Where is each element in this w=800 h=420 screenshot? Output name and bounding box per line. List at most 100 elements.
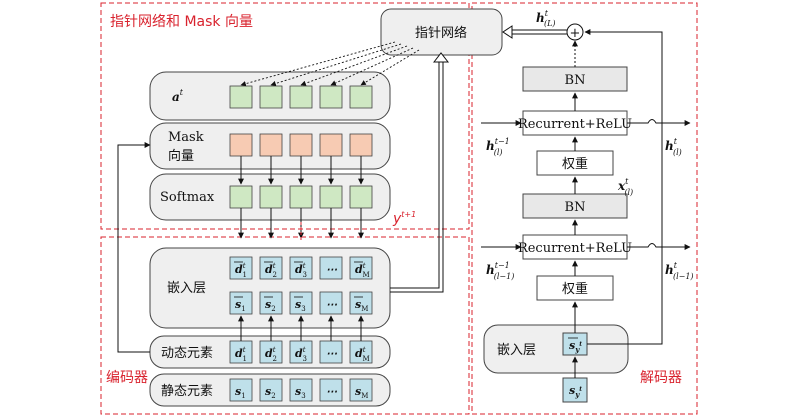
static-label: ⋯ <box>326 385 338 398</box>
pointer-up-arrowhead <box>432 52 450 63</box>
softmax-label: Softmax <box>160 190 215 205</box>
attention-cell <box>349 85 373 109</box>
h-low-right-label: ht(l−1) <box>665 261 694 281</box>
decoder-weight-low-label: 权重 <box>562 281 588 297</box>
attention-cell <box>289 85 313 109</box>
static-cell <box>349 378 373 402</box>
static-label: s2 <box>265 385 276 400</box>
softmax-cell <box>229 185 253 209</box>
decoder-recurrent-top <box>522 110 628 136</box>
decoder-s-bar-label: syt <box>569 339 582 354</box>
feedback-line <box>117 142 151 353</box>
decoder-recurrent-top-label: Recurrent+ReLU <box>518 117 632 132</box>
encoder-region <box>100 236 470 415</box>
decoder-recurrent-mid-label: Recurrent+ReLU <box>518 241 632 256</box>
decoder-embedding-panel <box>483 324 629 374</box>
decoder-embedding-label: 嵌入层 <box>497 343 536 358</box>
residual-line <box>584 29 663 345</box>
h-low-right-arrow <box>627 243 691 250</box>
embedding-d-cell <box>319 256 343 280</box>
embedding-label: 嵌入层 <box>167 281 206 296</box>
pointer-network-label: 指针网络 <box>415 25 467 41</box>
embedding-to-pointer-2 <box>390 57 444 293</box>
dynamic-label: ⋯ <box>326 347 338 360</box>
decoder-weight-low <box>536 275 614 301</box>
embedding-s-cell <box>259 291 283 315</box>
embedding-d-cell <box>229 256 253 280</box>
embedding-d-label: ⋯ <box>326 263 338 276</box>
attention-cell <box>229 85 253 109</box>
h-mid-right-label: ht(l) <box>665 137 682 157</box>
mask-label-line2: 向量 <box>168 148 194 164</box>
mask-cell <box>259 133 283 157</box>
encoder-title: 编码器 <box>106 370 148 386</box>
static-label: 静态元素 <box>161 384 213 399</box>
h-mid-left-label: ht−1(l) <box>486 137 510 157</box>
decoder-region <box>471 2 698 415</box>
mask-label: Mask <box>168 130 204 145</box>
static-cell <box>229 378 253 402</box>
static-label: sM <box>355 385 368 400</box>
plus-to-pointer-head <box>502 25 513 39</box>
embedding-s-label: s1 <box>235 298 246 313</box>
attention-cell <box>259 85 283 109</box>
static-cell <box>259 378 283 402</box>
mask-cell <box>229 133 253 157</box>
plus-node <box>566 23 584 41</box>
pointer-dotted-arrow <box>330 47 414 86</box>
mask-cell <box>319 133 343 157</box>
embedding-d-cell <box>259 256 283 280</box>
decoder-s-input-label: syt <box>569 384 582 399</box>
softmax-cell <box>349 185 373 209</box>
embedding-s-cell <box>229 291 253 315</box>
pointer-arrows <box>240 41 420 87</box>
h-low-left-label: ht−1(l−1) <box>486 261 514 281</box>
dynamic-label: 动态元素 <box>161 346 213 361</box>
mask-cell <box>349 133 373 157</box>
softmax-cell <box>319 185 343 209</box>
decoder-bn-mid <box>522 193 628 219</box>
h-mid-right-arrow <box>627 119 691 126</box>
decoder-bn-mid-label: BN <box>565 200 586 215</box>
decoder-bn-top <box>522 66 628 92</box>
embedding-to-pointer <box>390 57 440 289</box>
embedding-s-cell <box>289 291 313 315</box>
pointer-mask-title: 指针网络和 Mask 向量 <box>110 14 253 30</box>
softmax-cell <box>289 185 313 209</box>
static-label: s1 <box>235 385 246 400</box>
h-top-label: ht(L) <box>536 9 556 28</box>
embedding-s-cell <box>319 291 343 315</box>
embedding-s-cell <box>349 291 373 315</box>
decoder-bn-top-label: BN <box>565 73 586 88</box>
static-cell <box>319 378 343 402</box>
embedding-s-label: s3 <box>295 298 306 313</box>
embedding-d-cell <box>289 256 313 280</box>
pointer-mask-region <box>100 2 470 230</box>
embedding-s-label: s2 <box>265 298 276 313</box>
y-label: yt+1 <box>392 210 416 227</box>
pointer-dotted-arrow <box>360 49 420 86</box>
embedding-s-label: sM <box>355 298 368 313</box>
pointer-dotted-arrow <box>240 41 396 87</box>
decoder-s-input-cell <box>562 377 588 403</box>
attention-label: at <box>172 88 184 104</box>
decoder-weight-top-label: 权重 <box>562 156 588 172</box>
decoder-weight-top <box>536 150 614 176</box>
attention-cell <box>319 85 343 109</box>
softmax-cell <box>259 185 283 209</box>
static-label: s3 <box>295 385 306 400</box>
embedding-d-cell <box>349 256 373 280</box>
pointer-dotted-arrow <box>270 43 402 87</box>
x-label: xt(l) <box>617 177 633 197</box>
plus-label: + <box>570 26 581 41</box>
static-cell <box>289 378 313 402</box>
